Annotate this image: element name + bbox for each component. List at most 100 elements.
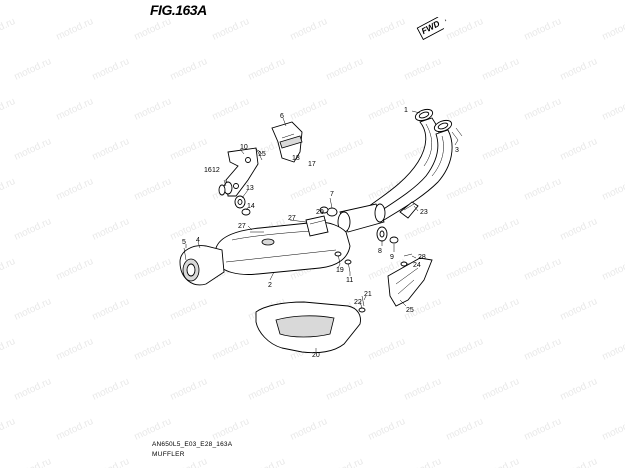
watermark-text: motod.ru [523, 176, 563, 203]
watermark-text: motod.ru [169, 376, 209, 403]
callout-1: 1 [404, 107, 408, 114]
header-gasket-1[interactable] [414, 107, 434, 123]
watermark-text: motod.ru [559, 216, 599, 243]
callout-4: 4 [196, 237, 200, 244]
figure-code: AN650L5_E03_E28_163A [152, 441, 233, 448]
watermark-text: motod.ru [133, 96, 173, 123]
callout-3: 3 [455, 147, 459, 154]
callout-27-upper: 27 [288, 215, 296, 222]
watermark-text: motod.ru [481, 216, 521, 243]
watermark-text: motod.ru [481, 56, 521, 83]
callout-6: 6 [280, 113, 284, 120]
bolt-19[interactable] [334, 251, 342, 265]
bushing-8[interactable] [376, 226, 388, 242]
washer-14[interactable] [241, 208, 251, 216]
watermark-text: motod.ru [55, 256, 95, 283]
watermark-text: motod.ru [523, 336, 563, 363]
watermark-text: motod.ru [445, 336, 485, 363]
watermark-text: motod.ru [133, 416, 173, 443]
muffler-mounting-bracket[interactable] [225, 147, 259, 197]
watermark-text: motod.ru [289, 416, 329, 443]
connector-pipe-clamp[interactable] [337, 203, 386, 233]
watermark-text: motod.ru [403, 456, 443, 468]
watermark-text: motod.ru [13, 376, 53, 403]
rubber-mount-13[interactable] [234, 195, 246, 209]
watermark-text: motod.ru [13, 136, 53, 163]
callout-9: 9 [390, 254, 394, 261]
bracket-bushing[interactable] [218, 181, 233, 196]
watermark-text: motod.ru [13, 216, 53, 243]
watermark-text: motod.ru [289, 176, 329, 203]
watermark-text: motod.ru [325, 456, 365, 468]
watermark-text: motod.ru [55, 416, 95, 443]
callout-28: 28 [418, 254, 426, 261]
watermark-text: motod.ru [13, 456, 53, 468]
watermark-text: motod.ru [211, 416, 251, 443]
watermark-text: motod.ru [0, 176, 17, 203]
watermark-text: motod.ru [169, 216, 209, 243]
watermark-text: motod.ru [55, 96, 95, 123]
callout-24: 24 [413, 262, 421, 269]
callout-18: 18 [292, 155, 300, 162]
watermark-text: motod.ru [559, 456, 599, 468]
watermark-text: motod.ru [133, 16, 173, 43]
watermark-text: motod.ru [403, 376, 443, 403]
watermark-text: motod.ru [445, 176, 485, 203]
watermark-text: motod.ru [325, 376, 365, 403]
bracket-bolt[interactable] [255, 147, 263, 161]
sensor-bracket-23[interactable] [399, 201, 419, 219]
watermark-text: motod.ru [445, 16, 485, 43]
watermark-text: motod.ru [0, 16, 17, 43]
watermark-text: motod.ru [55, 16, 95, 43]
callout-15: 15 [258, 151, 266, 158]
watermark-text: motod.ru [91, 216, 131, 243]
muffler-end-cap[interactable] [179, 245, 225, 286]
callout-27-lower: 27 [238, 223, 246, 230]
callout-23: 23 [420, 209, 428, 216]
bolt-21[interactable] [361, 295, 365, 307]
watermark-text: motod.ru [91, 376, 131, 403]
watermark-text: motod.ru [325, 56, 365, 83]
watermark-text: motod.ru [91, 296, 131, 323]
watermark-text: motod.ru [481, 376, 521, 403]
watermark-text: motod.ru [247, 376, 287, 403]
watermark-text: motod.ru [601, 96, 625, 123]
watermark-text: motod.ru [481, 136, 521, 163]
heat-shield-band[interactable] [279, 135, 303, 149]
watermark-text: motod.ru [211, 336, 251, 363]
washer-7[interactable] [326, 207, 338, 217]
bolt-28[interactable] [403, 253, 413, 257]
watermark-text: motod.ru [367, 96, 407, 123]
watermark-text: motod.ru [523, 16, 563, 43]
lower-cover-25[interactable] [387, 257, 433, 307]
end-cap-bolt[interactable] [183, 247, 187, 261]
watermark-text: motod.ru [289, 96, 329, 123]
watermark-text: motod.ru [0, 96, 17, 123]
header-gasket-2[interactable] [433, 118, 453, 134]
bolt-22[interactable] [358, 307, 366, 313]
watermark-text: motod.ru [445, 256, 485, 283]
watermark-text: motod.ru [445, 416, 485, 443]
callout-25: 25 [406, 307, 414, 314]
muffler-clamp-27[interactable] [305, 215, 329, 237]
watermark-text: motod.ru [523, 256, 563, 283]
nut-9[interactable] [389, 236, 399, 244]
callout-8: 8 [378, 248, 382, 255]
muffler-body[interactable] [215, 221, 351, 275]
callout-12: 12 [212, 167, 220, 174]
callout-10: 10 [240, 144, 248, 151]
callout-16: 16 [204, 167, 212, 174]
header-stud-bolts[interactable] [451, 127, 463, 141]
watermark-text: motod.ru [559, 296, 599, 323]
watermark-text: motod.ru [0, 336, 17, 363]
watermark-text: motod.ru [133, 336, 173, 363]
callout-11: 11 [346, 277, 353, 284]
muffler-protector-20[interactable] [255, 301, 361, 354]
bolt-11[interactable] [344, 259, 352, 273]
watermark-text: motod.ru [169, 296, 209, 323]
figure-title: FIG.163A [150, 2, 207, 18]
watermark-text: motod.ru [403, 56, 443, 83]
watermark-text: motod.ru [523, 416, 563, 443]
watermark-text: motod.ru [55, 176, 95, 203]
watermark-text: motod.ru [169, 56, 209, 83]
